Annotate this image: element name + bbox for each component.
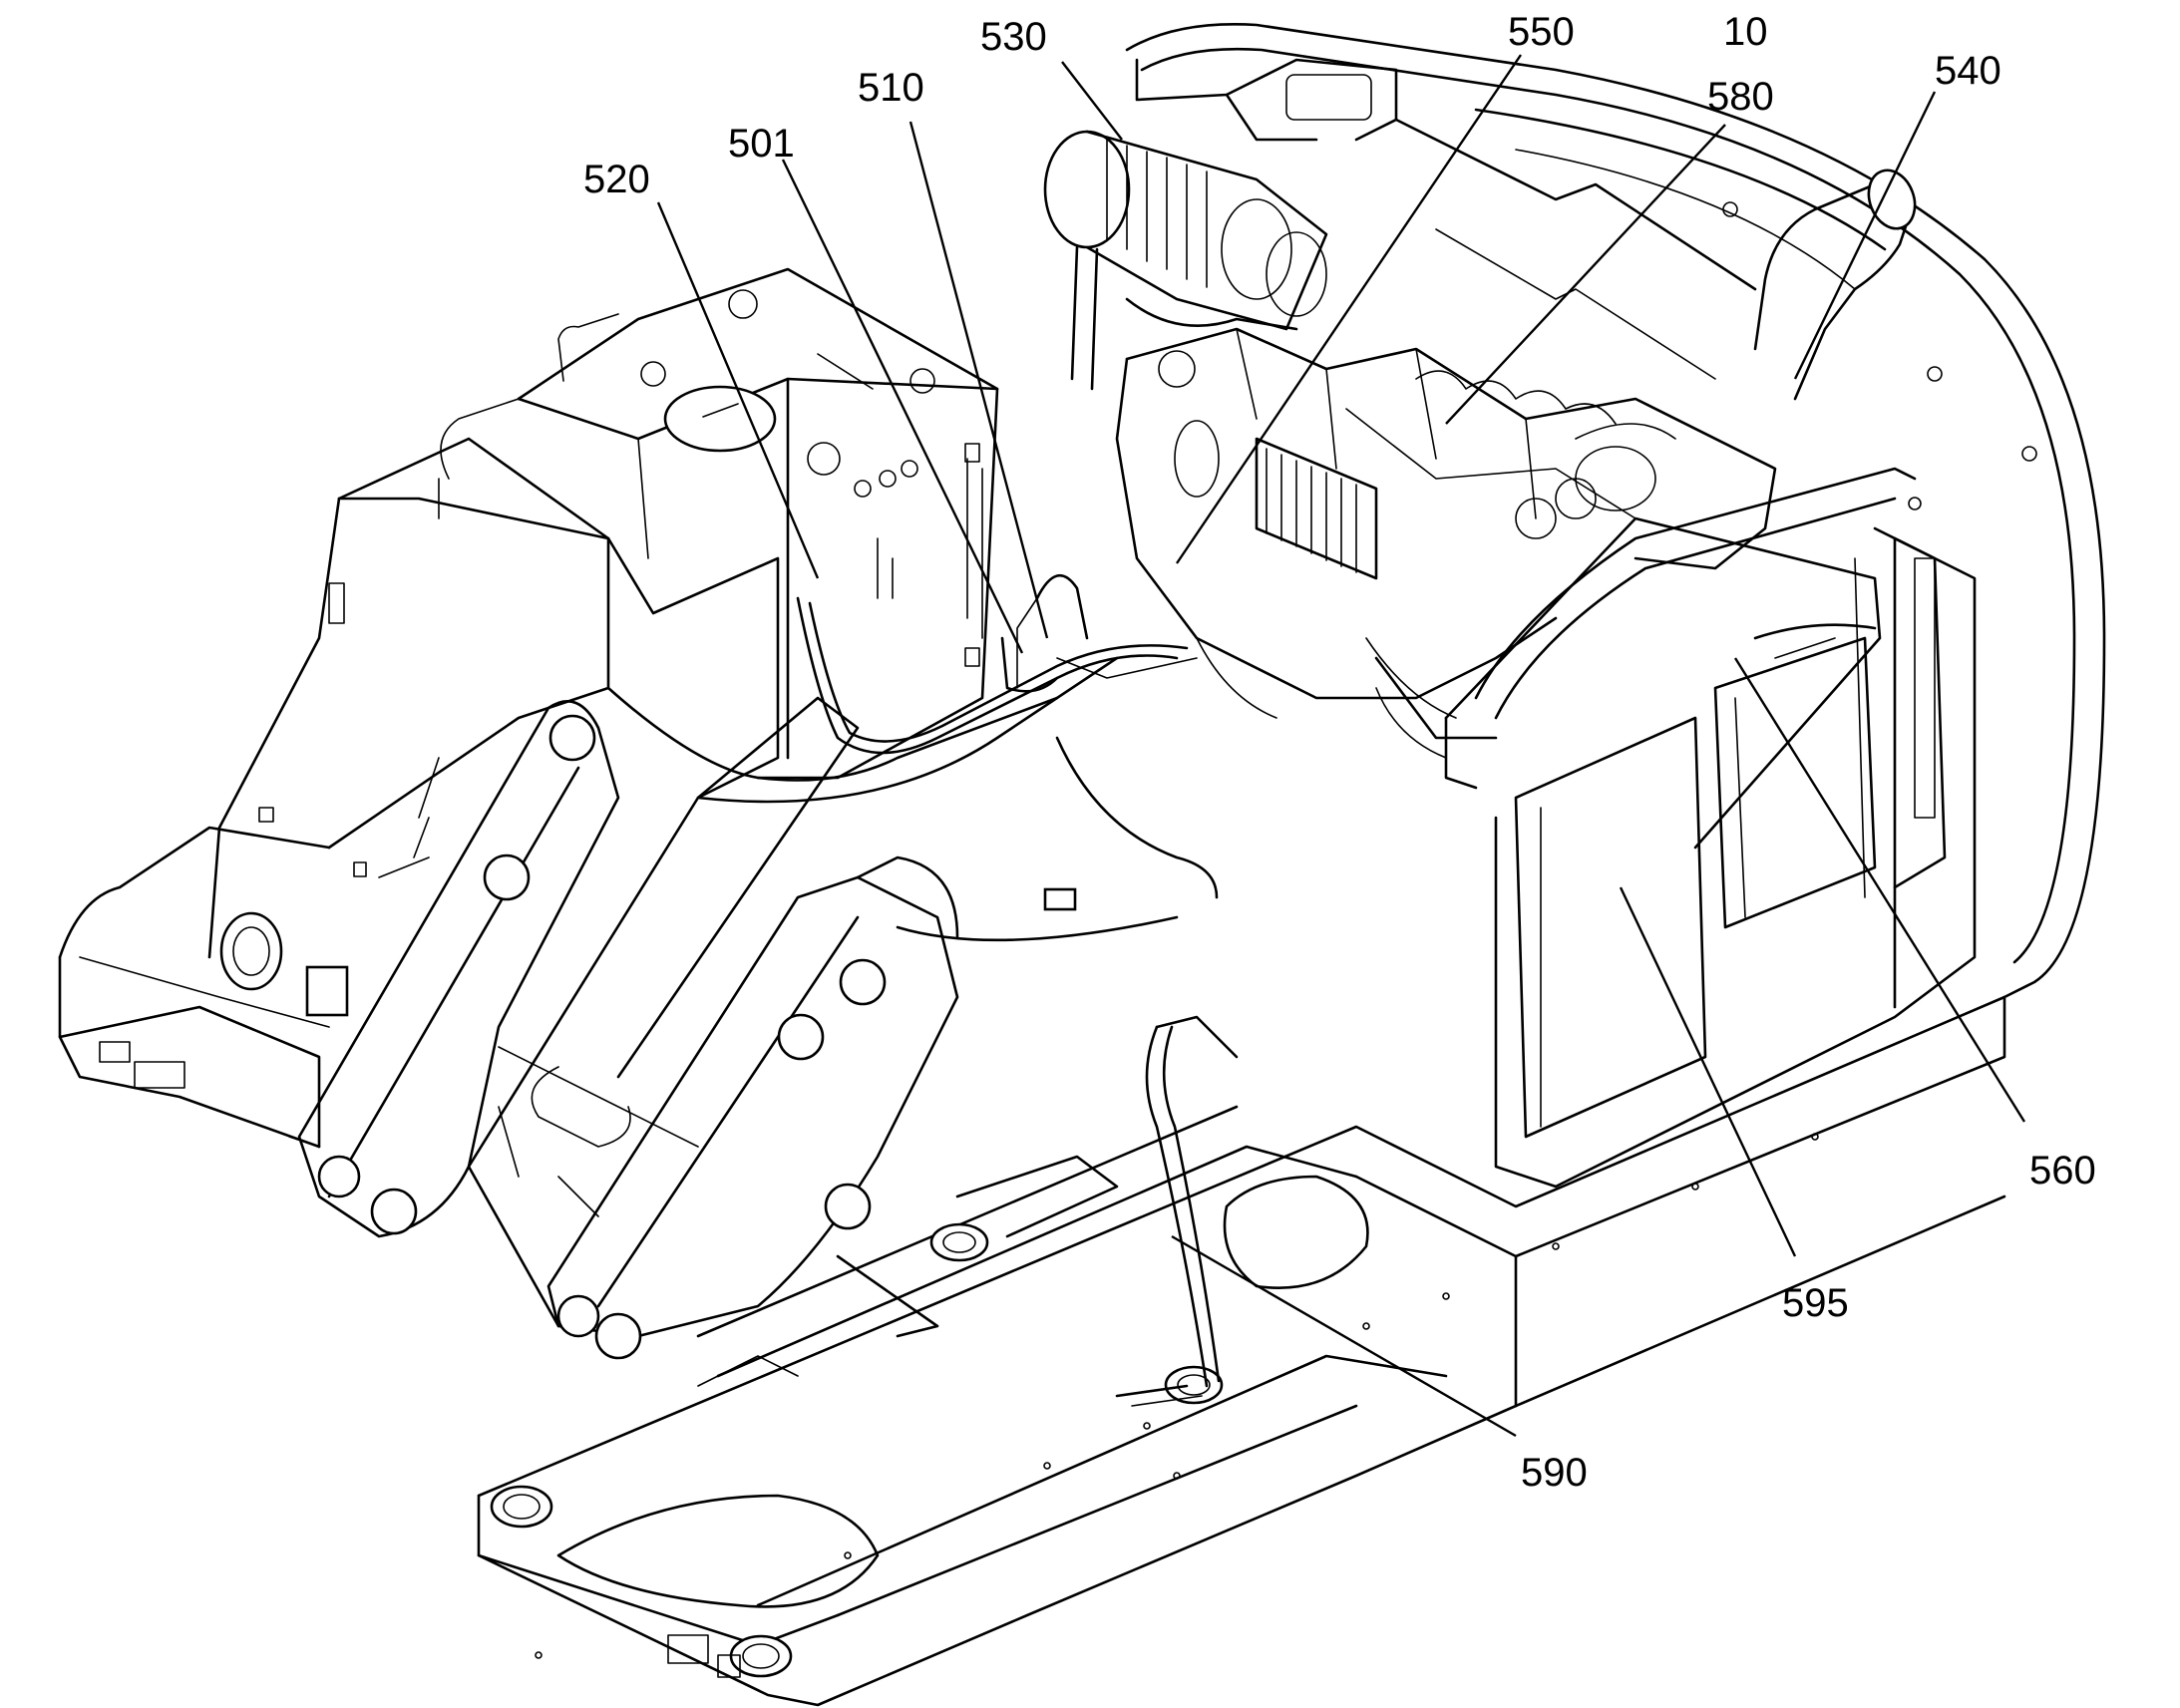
- label-580: 580: [1707, 75, 1774, 119]
- label-520: 520: [583, 158, 650, 201]
- machine-line-art: [58, 23, 2106, 1707]
- counterweight-shell: [1125, 23, 2106, 999]
- label-550: 550: [1508, 10, 1575, 54]
- exhaust-pipe: [1753, 169, 1917, 401]
- leader-550: [1176, 54, 1522, 564]
- tank-hoses: [796, 573, 1198, 755]
- leader-590: [1171, 1234, 1517, 1438]
- air-cleaner: [1043, 130, 1328, 391]
- leader-501: [781, 159, 1024, 654]
- boom-foot-brackets: [297, 696, 959, 1360]
- label-540: 540: [1935, 49, 2001, 93]
- leader-595: [1619, 886, 1797, 1257]
- label-590: 590: [1521, 1451, 1588, 1495]
- label-10: 10: [1723, 10, 1768, 54]
- upper-frame-deck: [58, 437, 1219, 1149]
- base-frame: [477, 995, 2006, 1707]
- cooling-package: [1444, 467, 1977, 1189]
- hose-lines: [1115, 1015, 1239, 1407]
- engine-block: [1115, 327, 1777, 759]
- label-530: 530: [980, 15, 1047, 59]
- leader-530: [1061, 61, 1123, 141]
- hood-frame: [1135, 58, 1757, 380]
- label-501: 501: [728, 122, 795, 166]
- leader-520: [656, 201, 820, 579]
- label-510: 510: [858, 66, 924, 110]
- label-560: 560: [2029, 1149, 2096, 1193]
- leader-510: [908, 121, 1049, 639]
- leader-560: [1733, 657, 2026, 1123]
- label-595: 595: [1782, 1281, 1849, 1325]
- leader-540: [1793, 91, 1937, 380]
- leader-580: [1445, 124, 1726, 425]
- reference-labels: 530 550 10 580 540 510 501 520 560 595 5…: [583, 10, 2096, 1495]
- leader-lines: [656, 54, 2026, 1438]
